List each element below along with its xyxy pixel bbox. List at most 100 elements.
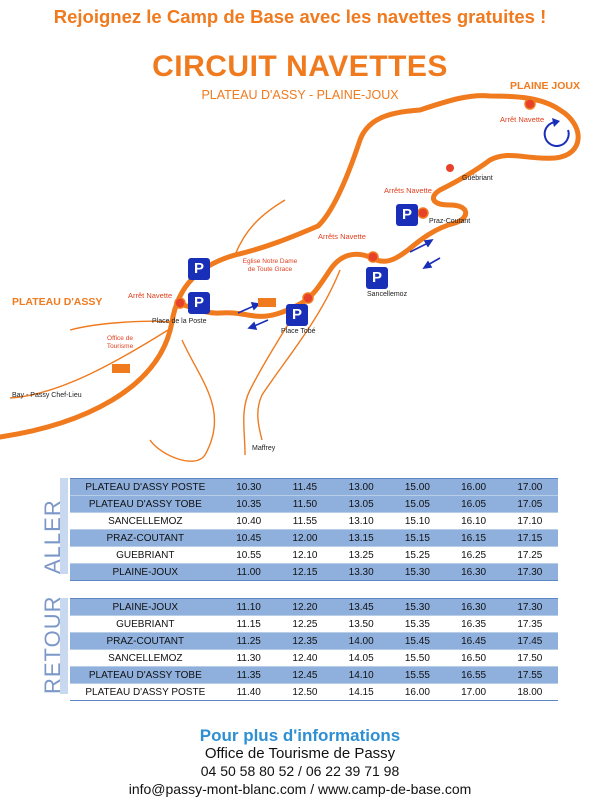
map-subtitle: PLATEAU D'ASSY - PLAINE-JOUX bbox=[201, 88, 399, 102]
footer-contact[interactable]: info@passy-mont-blanc.com / www.camp-de-… bbox=[128, 781, 472, 797]
label-place-tobe: Place Tobé bbox=[281, 328, 316, 335]
label-bay: Bay - Passy Chef-Lieu bbox=[12, 392, 82, 399]
departure-time: 14.15 bbox=[333, 683, 390, 701]
departure-time: 12.50 bbox=[276, 683, 334, 701]
footer-office: Office de Tourisme de Passy bbox=[204, 745, 396, 762]
departure-time: 17.30 bbox=[501, 563, 558, 581]
label-sancellemoz: Sancellemoz bbox=[367, 291, 408, 298]
retour-bar bbox=[60, 598, 68, 694]
departure-time: 15.35 bbox=[389, 615, 446, 633]
departure-time: 15.10 bbox=[389, 512, 446, 530]
road-bay bbox=[9, 329, 169, 399]
departure-time: 16.30 bbox=[445, 598, 502, 616]
loop-arrow-icon bbox=[543, 121, 570, 147]
departure-time: 17.30 bbox=[501, 598, 558, 616]
label-praz-coutant: Praz-Coutant bbox=[429, 218, 471, 225]
departure-time: 13.00 bbox=[333, 478, 390, 496]
parking-icon: P bbox=[366, 267, 388, 289]
departure-time: 16.55 bbox=[445, 666, 502, 684]
departure-time: 10.55 bbox=[220, 546, 277, 564]
departure-time: 16.25 bbox=[445, 546, 502, 564]
departure-time: 16.10 bbox=[445, 512, 502, 530]
aller-bar bbox=[60, 478, 68, 574]
retour-label: RETOUR bbox=[40, 595, 65, 695]
office-tourisme-marker bbox=[112, 364, 130, 373]
departure-time: 12.00 bbox=[276, 529, 334, 547]
label-arret-plaine: Arrêt Navette bbox=[500, 115, 545, 124]
departure-time: 11.40 bbox=[220, 683, 277, 701]
label-guebriant: Guébriant bbox=[462, 175, 493, 182]
departure-time: 17.25 bbox=[501, 546, 558, 564]
departure-time: 13.25 bbox=[333, 546, 390, 564]
departure-time: 14.05 bbox=[333, 649, 390, 667]
departure-time: 16.30 bbox=[445, 563, 502, 581]
departure-time: 11.55 bbox=[276, 512, 334, 530]
departure-time: 11.35 bbox=[220, 666, 277, 684]
departure-time: 11.10 bbox=[220, 598, 277, 616]
label-plateau-assy: PLATEAU D'ASSY bbox=[12, 296, 103, 308]
stop-name: PLATEAU D'ASSY POSTE bbox=[70, 478, 221, 496]
departure-time: 10.30 bbox=[220, 478, 277, 496]
parking-icon: P bbox=[188, 292, 210, 314]
departure-time: 10.40 bbox=[220, 512, 277, 530]
stop-guebriant bbox=[446, 164, 454, 172]
departure-time: 17.00 bbox=[445, 683, 502, 701]
departure-time: 15.25 bbox=[389, 546, 446, 564]
departure-time: 17.55 bbox=[501, 666, 558, 684]
departure-time: 15.30 bbox=[389, 598, 446, 616]
stop-name: PRAZ-COUTANT bbox=[70, 529, 221, 547]
road-north bbox=[234, 199, 286, 256]
departure-time: 15.55 bbox=[389, 666, 446, 684]
departure-time: 12.40 bbox=[276, 649, 334, 667]
stop-name: PLAINE-JOUX bbox=[70, 598, 221, 616]
stop-tobe bbox=[302, 292, 314, 304]
stop-name: SANCELLEMOZ bbox=[70, 512, 221, 530]
departure-time: 17.05 bbox=[501, 495, 558, 513]
stop-name: GUEBRIANT bbox=[70, 546, 221, 564]
shuttle-route bbox=[0, 93, 581, 440]
road-east bbox=[257, 269, 341, 441]
departure-time: 14.00 bbox=[333, 632, 390, 650]
departure-time: 16.35 bbox=[445, 615, 502, 633]
departure-time: 11.00 bbox=[220, 563, 277, 581]
parking-icon: P bbox=[188, 258, 210, 280]
departure-time: 11.25 bbox=[220, 632, 277, 650]
departure-time: 12.35 bbox=[276, 632, 334, 650]
departure-time: 17.15 bbox=[501, 529, 558, 547]
road-maffrey bbox=[243, 304, 301, 456]
departure-time: 15.05 bbox=[389, 495, 446, 513]
stop-name: GUEBRIANT bbox=[70, 615, 221, 633]
departure-time: 18.00 bbox=[501, 683, 558, 701]
departure-time: 15.50 bbox=[389, 649, 446, 667]
stop-name: SANCELLEMOZ bbox=[70, 649, 221, 667]
departure-time: 13.15 bbox=[333, 529, 390, 547]
stop-name: PLATEAU D'ASSY POSTE bbox=[70, 683, 221, 701]
departure-time: 17.45 bbox=[501, 632, 558, 650]
departure-time: 15.15 bbox=[389, 529, 446, 547]
departure-time: 11.50 bbox=[276, 495, 334, 513]
stop-name: PLATEAU D'ASSY TOBE bbox=[70, 495, 221, 513]
road-south-1 bbox=[149, 339, 216, 462]
departure-time: 16.45 bbox=[445, 632, 502, 650]
departure-time: 12.20 bbox=[276, 598, 334, 616]
departure-time: 17.50 bbox=[501, 649, 558, 667]
stop-poste bbox=[174, 297, 186, 309]
label-place-poste: Place de la Poste bbox=[152, 318, 207, 325]
label-eglise: Eglise Notre Dame de Toute Grace bbox=[242, 258, 298, 273]
direction-arrows-icon bbox=[237, 238, 441, 330]
headline: Rejoignez le Camp de Base avec les navet… bbox=[53, 6, 547, 27]
departure-time: 11.30 bbox=[220, 649, 277, 667]
aller-label: ALLER bbox=[40, 499, 65, 574]
label-office: Office de Tourisme bbox=[106, 335, 134, 350]
departure-time: 13.50 bbox=[333, 615, 390, 633]
